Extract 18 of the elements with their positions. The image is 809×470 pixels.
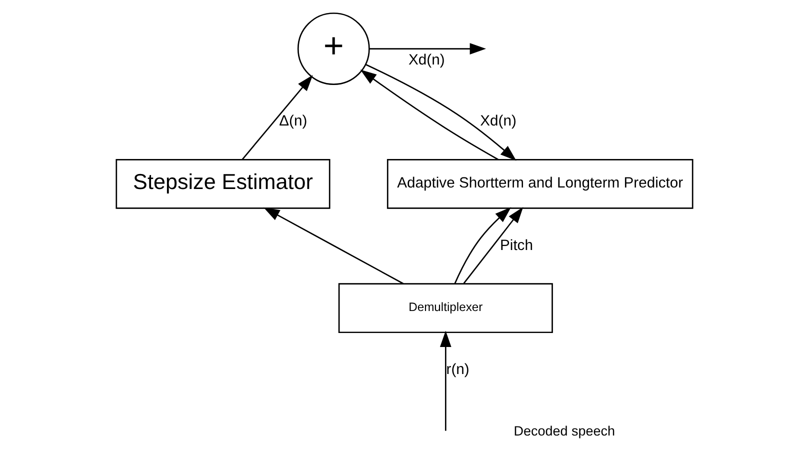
arrow xyxy=(242,75,313,160)
edge-label: Pitch xyxy=(500,238,533,254)
edge-label: Δ(n) xyxy=(279,114,308,130)
node-box: Adaptive Shortterm and Longterm Predictor xyxy=(386,158,694,209)
edge-label: Xd(n) xyxy=(408,52,445,69)
arrow xyxy=(263,207,404,284)
label: Decoded speech xyxy=(514,424,616,439)
arrow xyxy=(360,70,498,160)
node-box: Stepsize Estimator xyxy=(116,158,330,209)
arrow xyxy=(369,43,486,54)
node-box: Demultiplexer xyxy=(338,283,553,334)
arrow xyxy=(454,207,512,284)
node-circle: + xyxy=(297,12,370,85)
edge-label: r(n) xyxy=(446,362,470,378)
arrow xyxy=(440,330,452,431)
arrow xyxy=(365,64,516,161)
edge-label: Xd(n) xyxy=(480,114,516,130)
arrow xyxy=(463,207,524,284)
